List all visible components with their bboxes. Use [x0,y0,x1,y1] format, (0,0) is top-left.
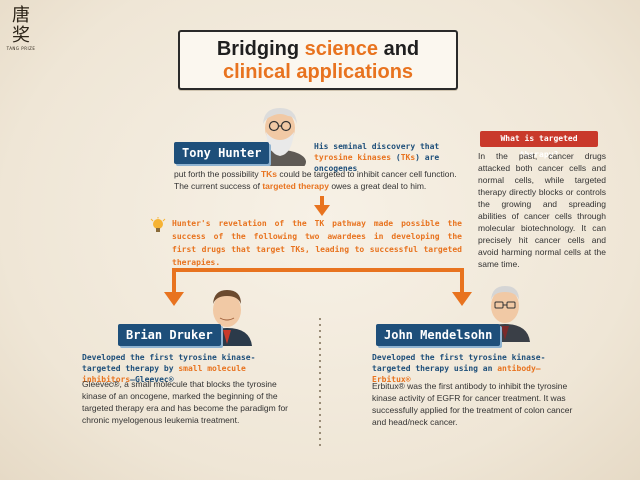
column-divider [319,318,321,448]
hunter-lead-3: ) are oncogenes [314,153,440,173]
hunter-lead-2: ( [391,153,401,162]
branch-bar [172,268,464,272]
down-arrow-head [314,205,330,216]
right-arrow-head [452,292,472,306]
druker-lead-accent: small molecule inhibitors [82,364,246,384]
druker-lead-1: Developed the first tyrosine kinase-targ… [82,353,256,373]
title-box: Bridging science and clinical applicatio… [178,30,458,90]
druker-lead-2: —Gleevec® [130,375,174,384]
title-line-1: Bridging science and [180,38,456,61]
druker-lead: Developed the first tyrosine kinase-targ… [82,352,282,385]
hunter-lead-accent-2: TKs [400,153,416,162]
mendelsohn-lead-1: Developed the first tyrosine kinase-targ… [372,353,546,373]
lightbulb-icon [150,217,166,232]
revelation-text: Hunter's revelation of the TK pathway ma… [172,219,462,267]
left-arrow-head [164,292,184,306]
title-suffix: and [378,38,420,60]
hunter-lead-accent-1: tyrosine kinases [314,153,392,162]
logo-english: TANG PRIZE [6,46,36,51]
sidebox-body: In the past, cancer drugs attacked both … [478,151,606,269]
druker-name-box: Brian Druker [118,324,221,346]
logo-chinese: 唐奖 [12,5,30,46]
mendelsohn-lead: Developed the first tyrosine kinase-targ… [372,352,572,385]
hunter-text-3: owes a great deal to him. [328,181,427,191]
mendelsohn-lead-accent: antibody—Erbitux® [372,364,541,384]
sidebox-heading: What is targeted therapy? [480,131,598,159]
title-accent: science [304,38,379,60]
title-line-2: clinical applications [222,61,414,83]
hunter-text-1: put forth the possibility [174,169,261,179]
hunter-name-box: Tony Hunter [174,142,270,164]
right-arrow-shaft [460,268,464,294]
mendelsohn-name: John Mendelsohn [384,328,493,342]
druker-text: Gleevec®, a small molecule that blocks t… [82,379,289,425]
hunter-lead-1: His seminal discovery that [314,142,440,151]
hunter-name: Tony Hunter [182,146,262,160]
hunter-text: put forth the possibility TKs could be t… [174,168,464,192]
title-prefix: Bridging [216,38,305,60]
hunter-portrait [254,108,306,166]
druker-name: Brian Druker [126,328,213,342]
mendelsohn-name-box: John Mendelsohn [376,324,501,346]
mendelsohn-text: Erbitux® was the first antibody to inhib… [372,381,573,427]
hunter-lead: His seminal discovery that tyrosine kina… [314,141,464,174]
left-arrow-shaft [172,268,176,294]
hunter-text-2: could be targeted to inhibit cancer cell… [174,169,457,191]
hunter-text-accent-2: targeted therapy [262,181,329,191]
tang-prize-logo: 唐奖 TANG PRIZE [6,6,36,66]
hunter-text-accent-1: TKs [260,169,277,179]
down-arrow-shaft [320,196,324,206]
